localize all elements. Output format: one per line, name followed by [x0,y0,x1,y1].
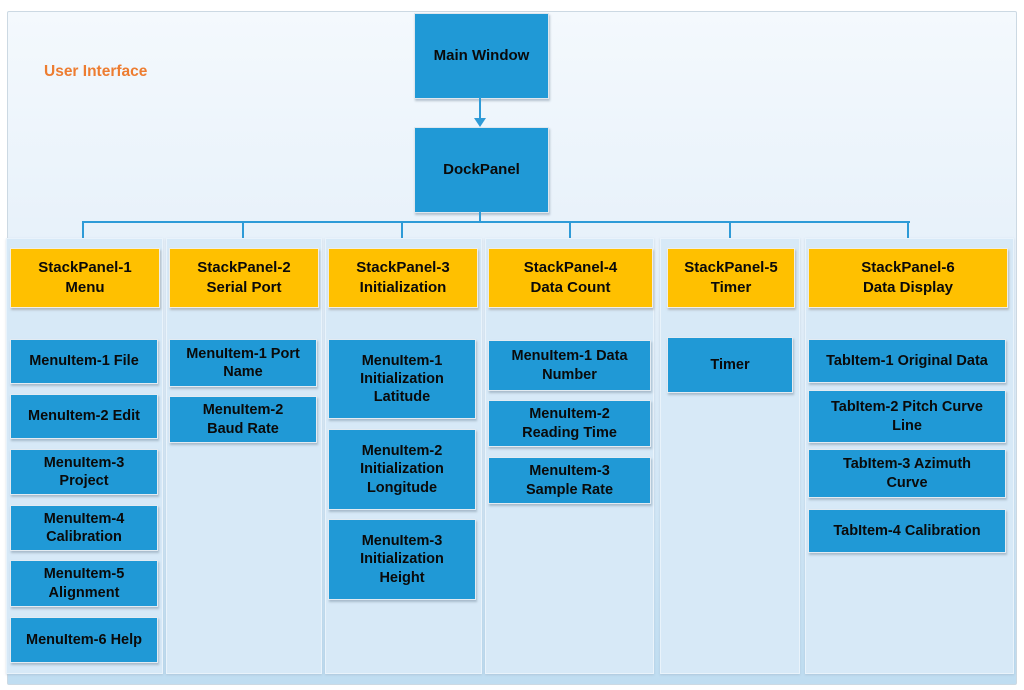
menuitem-data-number-node: MenuItem-1 Data Number [488,340,651,391]
dockpanel-node: DockPanel [414,127,549,213]
menuitem-edit-node: MenuItem-2 Edit [10,394,158,439]
menuitem-reading-time-node: MenuItem-2 Reading Time [488,400,651,447]
stackpanel-6-header: StackPanel-6 Data Display [808,248,1008,308]
connector-branch-4-line [569,221,571,240]
stackpanel-2-column [166,238,322,674]
tabitem-original-data-node: TabItem-1 Original Data [808,339,1006,383]
connector-main-dock-arrow [474,118,486,127]
menuitem-alignment-node: MenuItem-5 Alignment [10,560,158,607]
stackpanel-4-column [485,238,654,674]
menuitem-baud-rate-node: MenuItem-2 Baud Rate [169,396,317,443]
stackpanel-2-header: StackPanel-2 Serial Port [169,248,319,308]
connector-branch-3-line [401,221,403,240]
connector-branch-6-line [907,221,909,240]
stackpanel-5-column [660,238,800,674]
tabitem-azimuth-curve-node: TabItem-3 Azimuth Curve [808,449,1006,498]
connector-main-dock-line [479,97,481,120]
stackpanel-5-header: StackPanel-5 Timer [667,248,795,308]
diagram-title: User Interface [44,63,148,80]
menuitem-port-name-node: MenuItem-1 Port Name [169,339,317,387]
menuitem-help-node: MenuItem-6 Help [10,617,158,663]
connector-trunk [82,221,910,223]
stackpanel-3-header: StackPanel-3 Initialization [328,248,478,308]
tabitem-pitch-curve-node: TabItem-2 Pitch Curve Line [808,390,1006,443]
timer-node: Timer [667,337,793,393]
menuitem-sample-rate-node: MenuItem-3 Sample Rate [488,457,651,504]
menuitem-init-latitude-node: MenuItem-1 Initialization Latitude [328,339,476,419]
stackpanel-4-header: StackPanel-4 Data Count [488,248,653,308]
connector-dock-stub [479,211,481,223]
menuitem-init-height-node: MenuItem-3 Initialization Height [328,519,476,600]
connector-branch-2-line [242,221,244,240]
menuitem-project-node: MenuItem-3 Project [10,449,158,495]
main-window-node: Main Window [414,13,549,99]
stackpanel-1-header: StackPanel-1 Menu [10,248,160,308]
menuitem-calibration-node: MenuItem-4 Calibration [10,505,158,551]
connector-branch-1-line [82,221,84,240]
menuitem-file-node: MenuItem-1 File [10,339,158,384]
connector-branch-5-line [729,221,731,240]
menuitem-init-longitude-node: MenuItem-2 Initialization Longitude [328,429,476,510]
tabitem-calibration-node: TabItem-4 Calibration [808,509,1006,553]
